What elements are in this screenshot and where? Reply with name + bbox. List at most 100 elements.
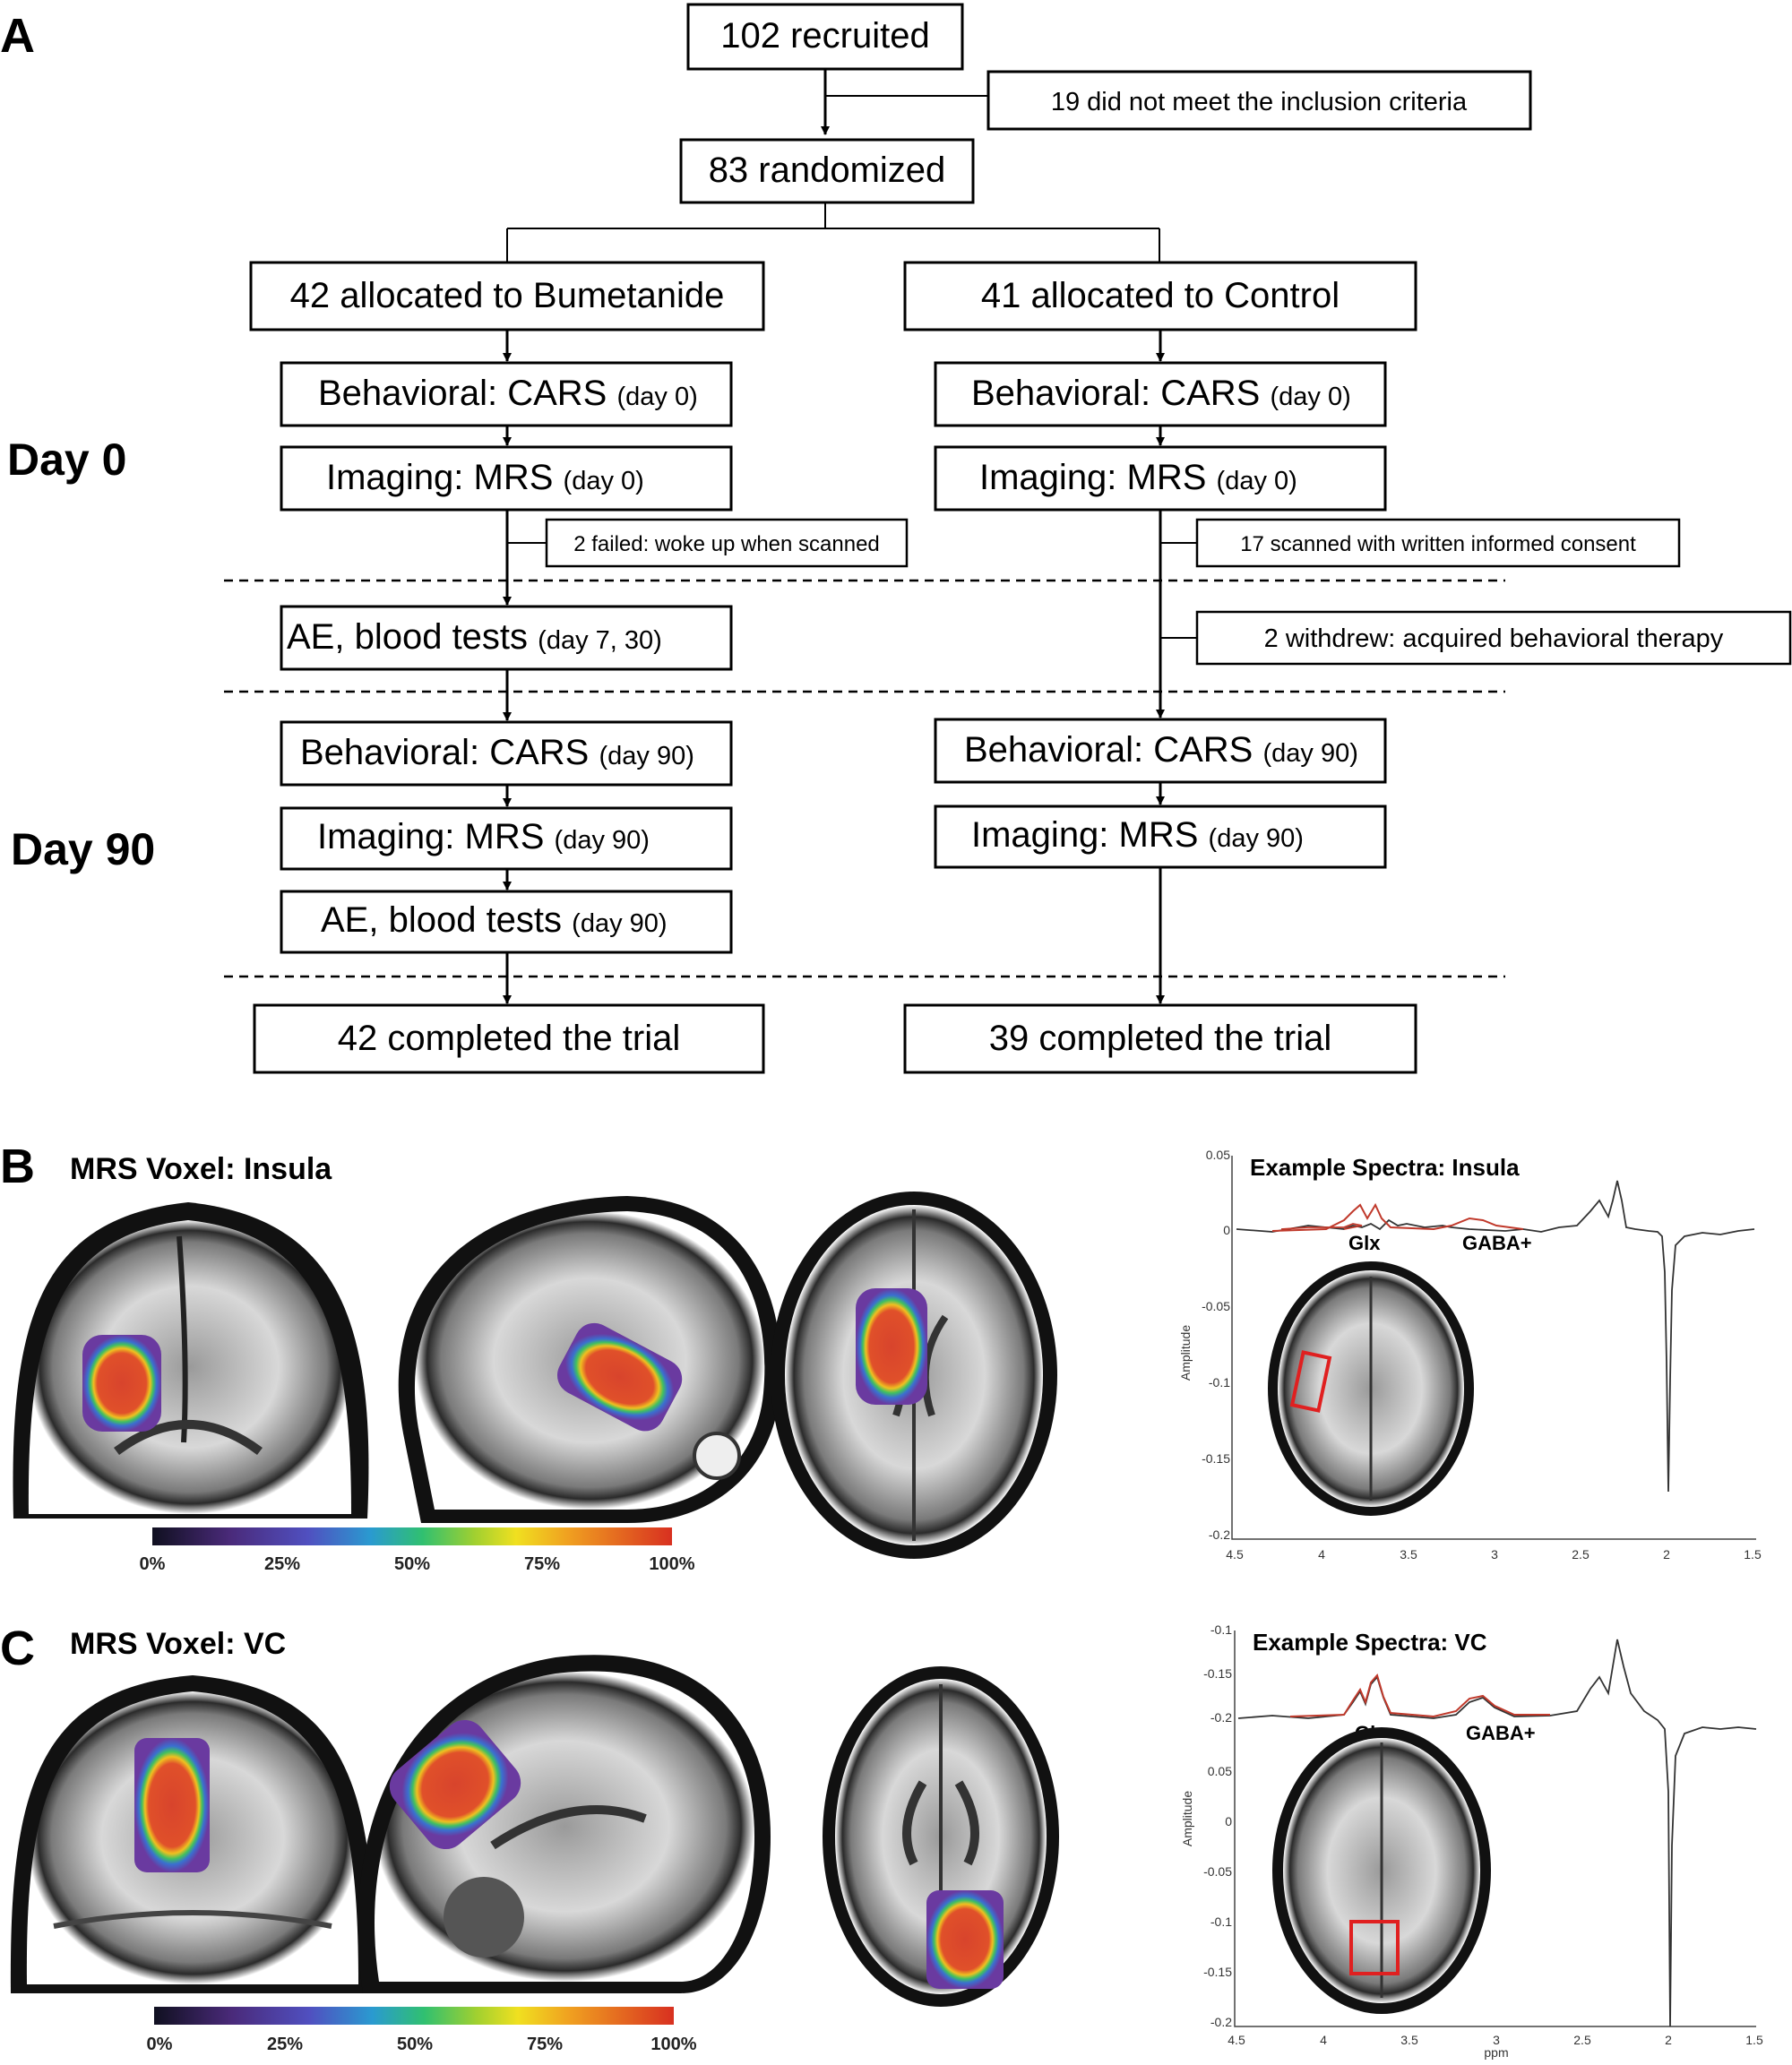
- split-connector: [506, 202, 1160, 262]
- control-behavioral0-label: Behavioral: CARS (day 0): [971, 374, 1351, 413]
- recruited-box: [686, 3, 964, 71]
- insula-ytick-0: 0.05: [1206, 1148, 1230, 1162]
- bumetanide-allocated-box: [249, 261, 765, 331]
- insula-ylabel: Amplitude: [1178, 1325, 1193, 1381]
- insula-cb-tick-0: 0%: [140, 1554, 166, 1574]
- insula-xtick-2: 3.5: [1400, 1547, 1417, 1562]
- insula-spectrum-line: [1236, 1180, 1755, 1493]
- excluded-label: 19 did not meet the inclusion criteria: [1051, 88, 1468, 116]
- bumetanide-ae-box: [280, 605, 733, 671]
- bumetanide-ae-label: AE, blood tests (day 7, 30): [287, 617, 662, 657]
- insula-sagittal-slice: [398, 1196, 781, 1523]
- vc-xtick-1: 4: [1320, 2033, 1327, 2047]
- vc-colorbar: [154, 2007, 674, 2025]
- bumetanide-ae90-label: AE, blood tests (day 90): [321, 900, 668, 940]
- vc-xtick-5: 2: [1665, 2033, 1672, 2047]
- vc-fit-line: [1289, 1673, 1550, 1718]
- vc-ytick-top-2: -0.2: [1210, 1710, 1232, 1725]
- insula-xtick-0: 4.5: [1226, 1547, 1244, 1562]
- bumetanide-imaging0-label: Imaging: MRS (day 0): [326, 458, 644, 497]
- vc-coronal-voxel: [134, 1738, 210, 1872]
- vc-xtick-0: 4.5: [1228, 2033, 1245, 2047]
- vc-cb-tick-0: 0%: [147, 2035, 173, 2054]
- bumetanide-behavioral0-label: Behavioral: CARS (day 0): [318, 374, 698, 413]
- insula-title: MRS Voxel: Insula: [70, 1152, 332, 1186]
- control-allocated-label: 41 allocated to Control: [981, 276, 1340, 315]
- control-behavioral0-box: [934, 361, 1387, 427]
- vc-ytick-1: 0: [1225, 1814, 1232, 1828]
- insula-coronal-voxel: [82, 1335, 161, 1432]
- vc-ytick-top-1: -0.15: [1203, 1666, 1232, 1681]
- insula-xtick-5: 2: [1663, 1547, 1670, 1562]
- note-failed-box: [545, 518, 909, 568]
- insula-coronal-slice: [13, 1202, 369, 1519]
- vc-peak-gaba: GABA+: [1466, 1722, 1536, 1744]
- insula-axial-slice: [771, 1192, 1057, 1559]
- panel-label-c: C: [0, 1622, 35, 1675]
- vc-xtick-6: 1.5: [1745, 2033, 1763, 2047]
- insula-colorbar: [152, 1527, 672, 1545]
- vc-cb-tick-50: 50%: [397, 2035, 433, 2054]
- vc-ytick-0: 0.05: [1208, 1764, 1232, 1778]
- bumetanide-imaging0-box: [280, 445, 733, 512]
- insula-fit-line-b: [1271, 1202, 1524, 1232]
- vc-xtick-2: 3.5: [1400, 2033, 1418, 2047]
- vc-xlabel: ppm: [1484, 2045, 1508, 2060]
- control-imaging90-label: Imaging: MRS (day 90): [971, 815, 1304, 855]
- control-behavioral90-label: Behavioral: CARS (day 90): [964, 730, 1358, 770]
- control-imaging0-label: Imaging: MRS (day 0): [979, 458, 1297, 497]
- control-imaging0-box: [934, 445, 1387, 512]
- day0-label: Day 0: [7, 435, 126, 485]
- note-consent-label: 17 scanned with written informed consent: [1240, 532, 1636, 556]
- insula-ytick-4: -0.15: [1202, 1451, 1230, 1466]
- recruited-label: 102 recruited: [720, 16, 929, 56]
- insula-ytick-1: 0: [1223, 1223, 1230, 1237]
- vc-coronal-slice: [10, 1675, 375, 1993]
- insula-peak-gaba: GABA+: [1462, 1232, 1532, 1254]
- vc-title: MRS Voxel: VC: [70, 1627, 286, 1661]
- vc-xtick-4: 2.5: [1573, 2033, 1591, 2047]
- vc-axial-slice: [823, 1666, 1059, 2007]
- insula-fit-line-a: [1280, 1223, 1363, 1230]
- insula-cb-tick-100: 100%: [649, 1554, 694, 1574]
- bumetanide-imaging90-label: Imaging: MRS (day 90): [317, 817, 650, 856]
- bumetanide-behavioral0-box: [280, 361, 733, 427]
- note-failed-label: 2 failed: woke up when scanned: [573, 532, 880, 556]
- vc-ytick-3: -0.1: [1210, 1914, 1232, 1929]
- vc-cb-tick-75: 75%: [527, 2035, 563, 2054]
- vc-spectrum-plot: -0.1 -0.15 -0.2 0.05 0 -0.05 -0.1 -0.15 …: [1180, 1622, 1763, 2060]
- day90-label: Day 90: [11, 824, 155, 874]
- control-imaging90-box: [934, 804, 1387, 869]
- insula-axial-voxel: [856, 1288, 927, 1405]
- panel-label-b: B: [0, 1140, 35, 1193]
- vc-ytick-top-0: -0.1: [1210, 1622, 1232, 1637]
- bumetanide-completed-label: 42 completed the trial: [338, 1019, 680, 1058]
- control-completed-box: [903, 1003, 1417, 1074]
- note-consent-box: [1195, 518, 1681, 568]
- insula-cb-tick-75: 75%: [524, 1554, 560, 1574]
- bumetanide-completed-box: [253, 1003, 765, 1074]
- vc-sagittal-voxel: [389, 1719, 521, 1850]
- insula-ytick-5: -0.2: [1209, 1527, 1230, 1542]
- insula-xtick-3: 3: [1491, 1547, 1498, 1562]
- vc-axial-voxel: [926, 1890, 1004, 1989]
- insula-xtick-4: 2.5: [1572, 1547, 1590, 1562]
- panel-label-a: A: [0, 9, 35, 63]
- insula-roi-box: [1289, 1350, 1332, 1413]
- bumetanide-ae90-box: [280, 890, 733, 954]
- insula-cb-tick-50: 50%: [394, 1554, 430, 1574]
- insula-xtick-6: 1.5: [1744, 1547, 1762, 1562]
- insula-sagittal-voxel: [557, 1322, 683, 1432]
- insula-ytick-3: -0.1: [1209, 1375, 1230, 1390]
- insula-spectrum-plot: 0.05 0 -0.05 -0.1 -0.15 -0.2 4.5 4 3.5 3…: [1178, 1148, 1762, 1562]
- vc-ytick-4: -0.15: [1203, 1965, 1232, 1979]
- vc-ytick-2: -0.05: [1203, 1864, 1232, 1879]
- vc-ylabel: Amplitude: [1180, 1791, 1194, 1846]
- insula-ytick-2: -0.05: [1202, 1299, 1230, 1313]
- vc-sagittal-slice: [358, 1655, 771, 1993]
- insula-peak-glx: Glx: [1348, 1232, 1381, 1254]
- bumetanide-behavioral90-label: Behavioral: CARS (day 90): [300, 733, 694, 772]
- vc-roi-box: [1349, 1920, 1400, 1975]
- insula-cb-tick-25: 25%: [264, 1554, 300, 1574]
